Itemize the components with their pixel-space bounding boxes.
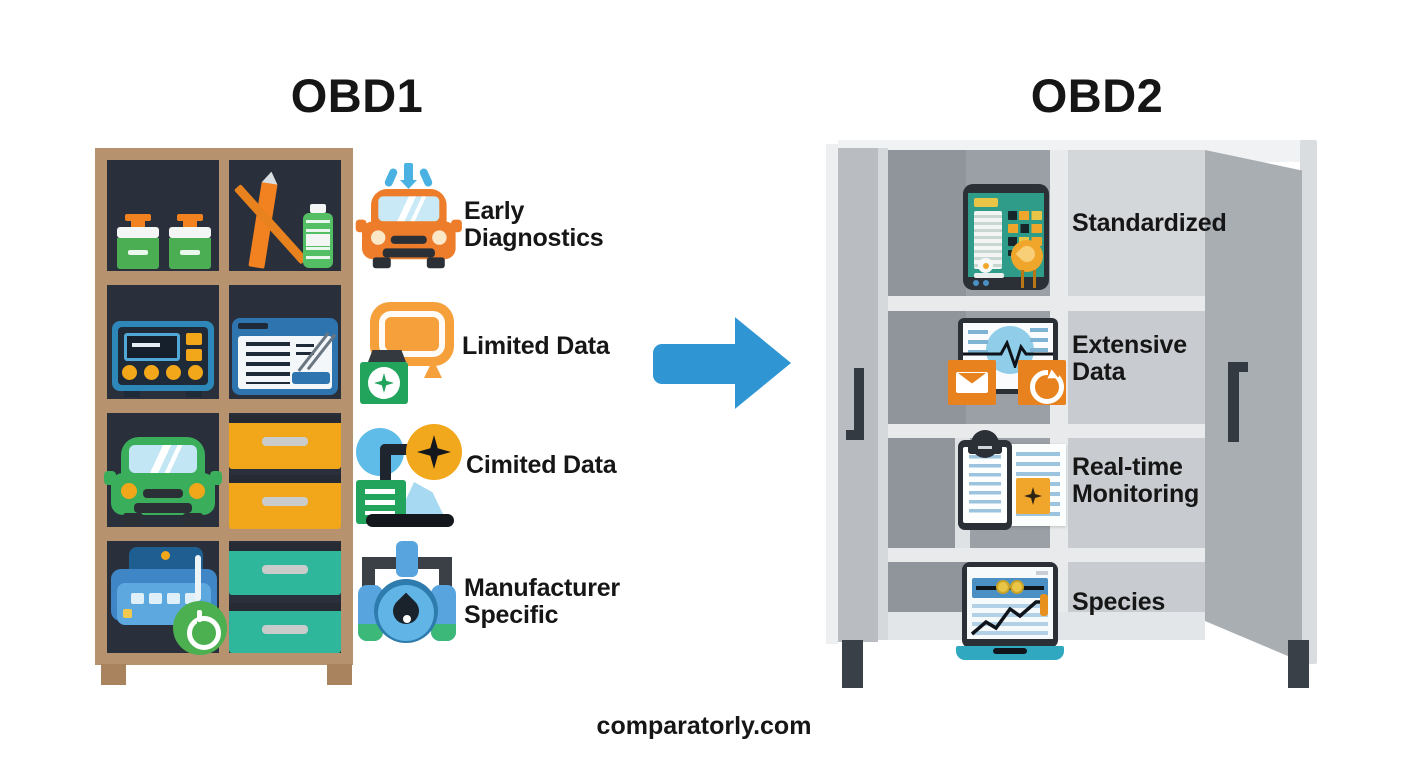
shelf-cell-car — [104, 413, 222, 527]
report-page — [1010, 444, 1066, 526]
orange-drawer — [229, 475, 341, 529]
clipboard-report-icon — [958, 428, 1066, 530]
car-inspection-icon — [355, 163, 462, 271]
windshield — [129, 445, 197, 473]
website-footer: comparatorly.com — [596, 712, 812, 740]
orange-drawer — [229, 415, 341, 469]
right-door-handle — [1228, 362, 1239, 442]
inspection-crown-icon — [404, 163, 413, 183]
scanner-device-icon — [109, 543, 227, 655]
cabinet-shelf — [878, 548, 1205, 562]
gauge-icon — [378, 585, 434, 641]
diagnostic-tablet-icon — [963, 184, 1049, 290]
green-jar-icon — [169, 214, 211, 269]
monitor-heartbeat-icon — [948, 318, 1066, 408]
refresh-icon — [1018, 360, 1066, 405]
display-box-icon — [360, 302, 454, 406]
cabinet-shelf — [878, 296, 1205, 311]
feature-label: Limited Data — [462, 332, 610, 360]
teal-drawer — [229, 543, 341, 595]
feature-label: Cimited Data — [466, 451, 617, 479]
drop-icon — [387, 592, 425, 630]
teal-drawer — [229, 603, 341, 653]
shelf-cell-teal-drawers — [229, 541, 341, 653]
coin-icon — [996, 580, 1010, 594]
green-jar-icon — [117, 214, 159, 269]
green-car-icon — [104, 437, 222, 525]
shelf-leg — [327, 664, 352, 685]
feature-label: Early Diagnostics — [464, 197, 604, 252]
feature-label: Standardized — [1072, 209, 1227, 237]
green-bottle-icon — [303, 204, 333, 268]
coin-banner — [972, 578, 1048, 598]
shelf-cell-radio — [107, 285, 219, 399]
cabinet-leg — [1288, 640, 1309, 688]
trend-line — [970, 600, 1044, 636]
envelope-icon — [948, 360, 996, 405]
feature-label: Species — [1072, 588, 1166, 616]
compass-tools-icon — [356, 424, 462, 527]
radio-device-icon — [112, 321, 214, 397]
heartbeat-line — [963, 340, 1053, 368]
obd1-title: OBD1 — [290, 69, 424, 122]
pipes-gauge-icon — [358, 541, 456, 643]
feature-label: Manufacturer Specific — [464, 574, 620, 629]
obd2-title: OBD2 — [1030, 69, 1164, 122]
clipboard-icon — [958, 430, 1012, 530]
shelf-cell-scanner — [107, 541, 227, 655]
feature-label: Real-time Monitoring — [1072, 453, 1200, 508]
shelf-cell-screen — [229, 285, 341, 399]
power-button-icon — [173, 601, 227, 655]
document-screen-icon — [232, 318, 338, 395]
cabinet-shelf — [878, 424, 1205, 438]
shelf-cell-pencils — [229, 160, 341, 271]
left-door-handle — [854, 368, 864, 440]
coin-icon — [1010, 580, 1024, 594]
cabinet-leg — [842, 640, 863, 688]
badge-icon — [1011, 240, 1043, 272]
shelf-cell-jars — [107, 160, 219, 271]
cabinet-right-door — [1205, 150, 1302, 662]
feature-label: Extensive Data — [1072, 331, 1187, 386]
shelf-cell-orange-drawers — [229, 413, 341, 529]
laptop-chart-icon — [956, 562, 1064, 662]
shelf-leg — [101, 664, 126, 685]
